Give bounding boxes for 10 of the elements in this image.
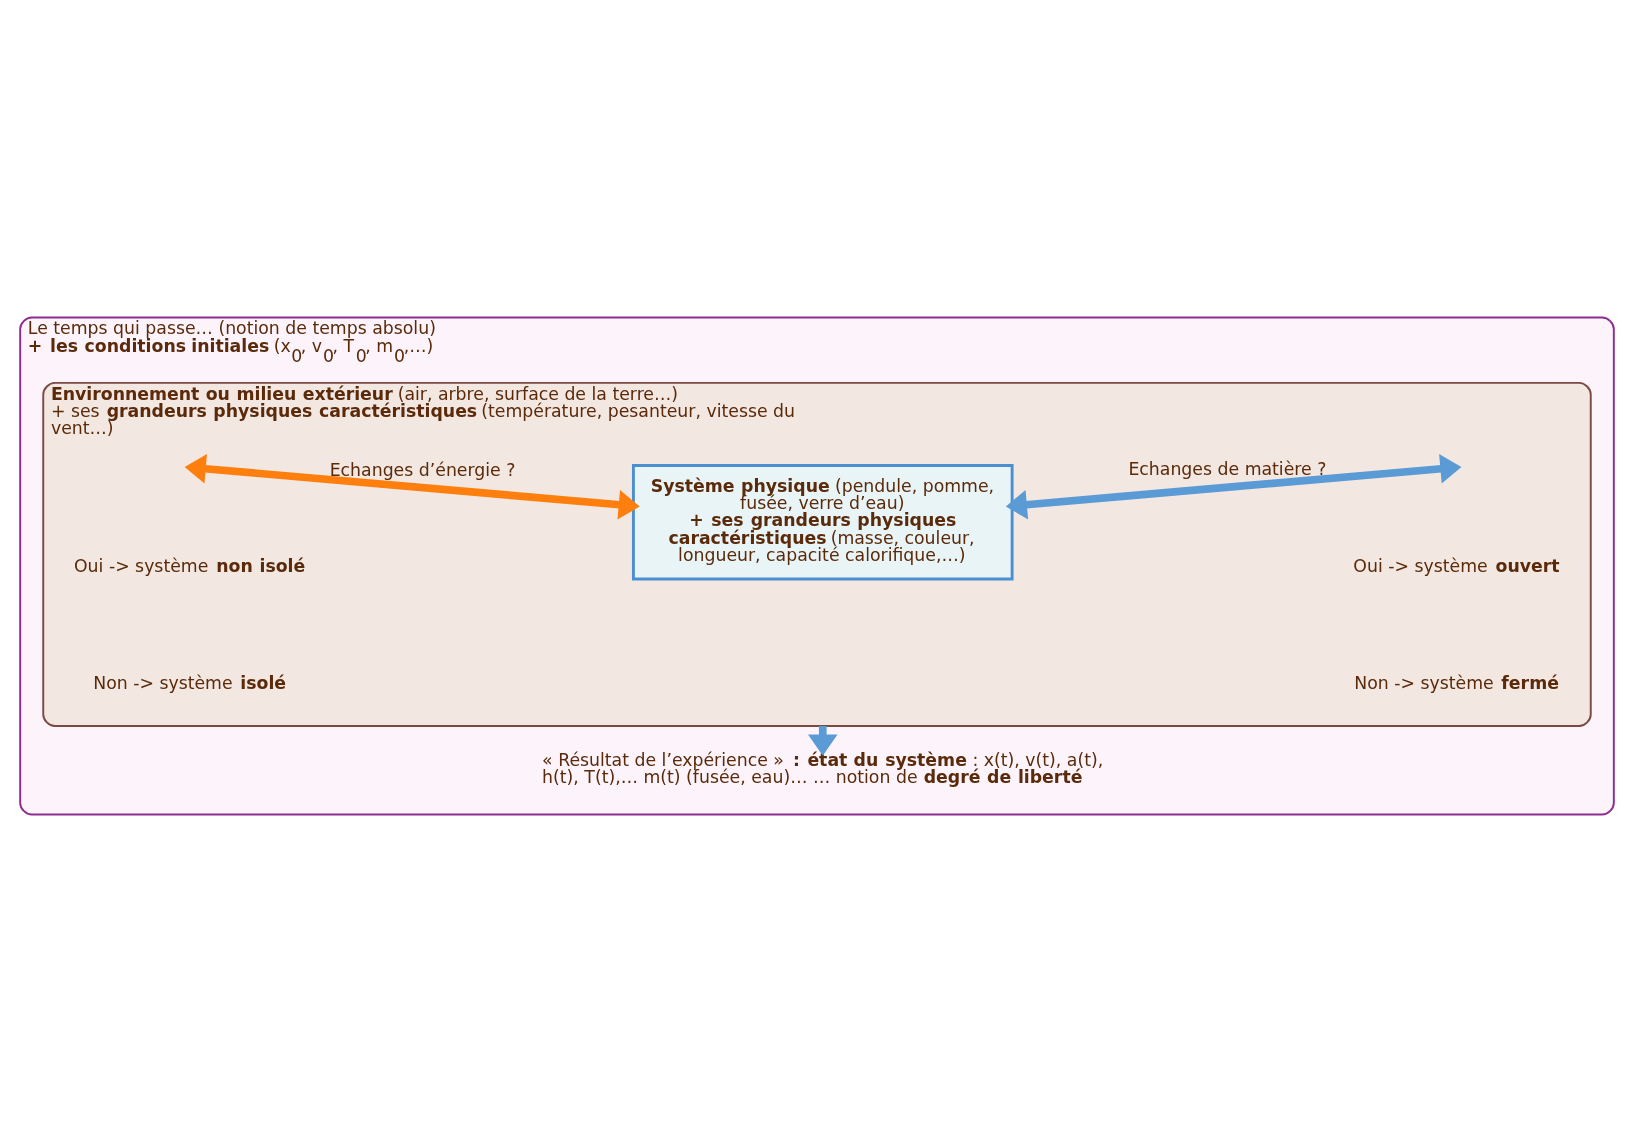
label: Oui -> système non isolé — [74, 555, 306, 576]
node-box: Système physique (pendule, pomme, fusée, verre d’eau) + ses grandeurs physiques caractéristiques (masse, couleur, longueur, capacité calorifique,…) — [631, 463, 1014, 580]
arrow — [1005, 453, 1462, 519]
arrow — [184, 453, 640, 519]
label: Non -> système isolé — [93, 672, 287, 693]
label: Oui -> système ouvert — [1353, 555, 1560, 576]
edge-label: Echanges d’énergie ? — [329, 459, 516, 480]
edge-label: Echanges de matière ? — [1128, 458, 1327, 479]
node-text: « Résultat de l’expérience » : état du système : x(t), v(t), a(t), h(t), T(t),… m(t) (fusée, eau)… … notion de degré de liberté — [542, 749, 1104, 787]
label: Non -> système fermé — [1354, 672, 1559, 693]
